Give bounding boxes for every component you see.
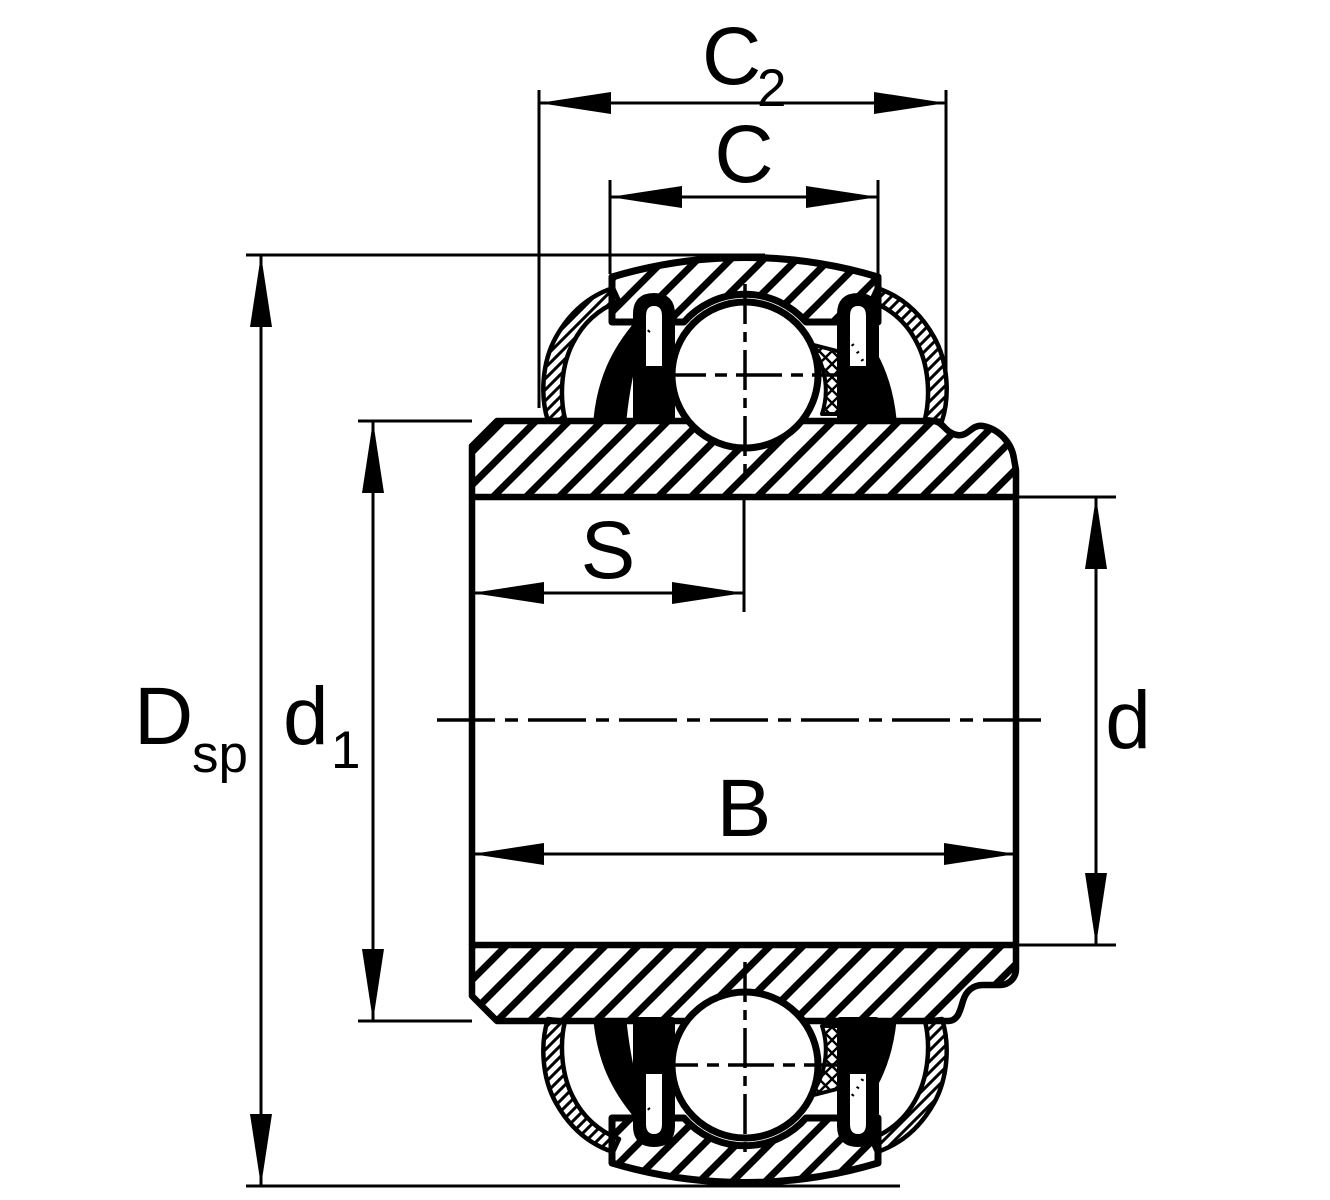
seal-slot (646, 1074, 662, 1134)
seal-slot (646, 306, 662, 366)
c2-arrow-right (874, 92, 946, 114)
dimension-c: C (610, 109, 878, 208)
seals (593, 293, 897, 1147)
dimension-s: S (472, 505, 744, 604)
flingers (541, 285, 949, 1155)
c-arrow-right (806, 186, 878, 208)
c-label: C (714, 109, 773, 200)
d1-label-subscript: 1 (331, 721, 360, 780)
seal-top-right (837, 293, 897, 423)
s-arrow-left (472, 582, 544, 604)
b-arrow-left (472, 843, 544, 865)
flinger-bottom-right (868, 1016, 949, 1155)
d-arrow-up (1085, 497, 1107, 569)
dimension-d1: d 1 (283, 421, 384, 1021)
c2-arrow-left (539, 92, 611, 114)
dsp-arrow-down (250, 1114, 272, 1186)
flinger-top-left (541, 285, 622, 424)
flinger-top-right (868, 285, 949, 424)
dimension-d: d (1085, 497, 1151, 945)
seal-bottom-left (593, 1017, 675, 1147)
seal-slot (850, 306, 866, 366)
dimension-dsp: D sp (134, 255, 272, 1186)
d1-arrow-down (362, 949, 384, 1021)
seal-bottom-right (837, 1017, 897, 1147)
d1-label: d (283, 671, 329, 762)
b-arrow-right (944, 843, 1016, 865)
d-arrow-down (1085, 873, 1107, 945)
seal-seam-dotted (608, 328, 652, 413)
dsp-label-subscript: sp (192, 725, 248, 784)
dimension-c2: C 2 (539, 11, 946, 118)
seal-seam-dotted (608, 1027, 652, 1112)
b-label: B (717, 763, 772, 854)
flinger-bottom-left (541, 1016, 622, 1155)
d-label: d (1105, 675, 1151, 766)
c2-label: C (702, 11, 761, 102)
dsp-arrow-up (250, 255, 272, 327)
c-arrow-left (610, 186, 682, 208)
seal-slot (850, 1074, 866, 1134)
seal-seam-dotted (838, 1027, 882, 1112)
dsp-label: D (134, 671, 193, 762)
s-label: S (581, 505, 636, 596)
d1-arrow-up (362, 421, 384, 493)
center-lines (437, 284, 1046, 1156)
c2-label-subscript: 2 (757, 59, 786, 118)
dimension-b: B (472, 763, 1016, 865)
s-arrow-right (672, 582, 744, 604)
seal-seam-dotted (838, 328, 882, 413)
